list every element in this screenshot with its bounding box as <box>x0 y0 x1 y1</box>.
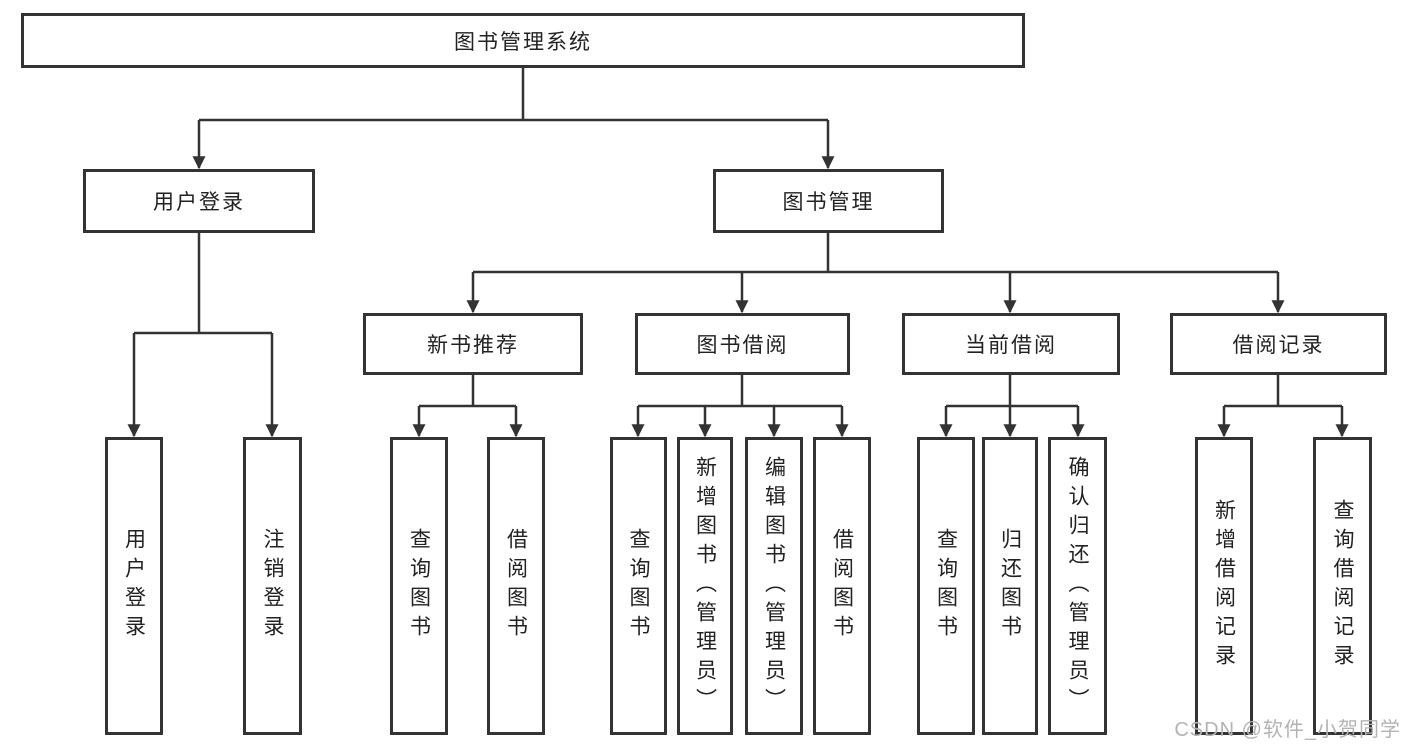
leaf-confirm-return-admin: 确认归还（管理员） <box>1048 437 1107 735</box>
connector <box>473 233 1278 274</box>
node-current-borrow: 当前借阅 <box>902 313 1120 375</box>
leaf-return-books: 归还图书 <box>982 437 1038 735</box>
node-book-borrow: 图书借阅 <box>635 313 850 375</box>
connector <box>419 375 516 408</box>
node-borrow-records: 借阅记录 <box>1170 313 1387 375</box>
leaf-edit-books-admin: 编辑图书（管理员） <box>745 437 803 735</box>
connector <box>199 68 828 122</box>
node-root-system: 图书管理系统 <box>21 13 1025 68</box>
leaf-logout: 注销登录 <box>243 437 302 735</box>
node-book-management: 图书管理 <box>713 169 944 233</box>
leaf-borrow-books: 借阅图书 <box>813 437 871 735</box>
csdn-watermark: CSDN @软件_小贺同学 <box>1174 719 1401 741</box>
connector <box>134 233 272 335</box>
connector <box>1224 375 1342 408</box>
leaf-query-books-recommend: 查询图书 <box>390 437 448 735</box>
connector <box>946 375 1078 408</box>
leaf-user-login: 用户登录 <box>105 437 163 735</box>
leaf-add-books-admin: 新增图书（管理员） <box>677 437 733 735</box>
node-user-login: 用户登录 <box>83 169 315 233</box>
leaf-query-books-current: 查询图书 <box>917 437 975 735</box>
connector <box>638 375 842 408</box>
leaf-query-borrow-record: 查询借阅记录 <box>1313 437 1372 735</box>
leaf-add-borrow-record: 新增借阅记录 <box>1195 437 1253 735</box>
node-new-book-recommend: 新书推荐 <box>363 313 583 375</box>
leaf-borrow-books-recommend: 借阅图书 <box>487 437 545 735</box>
leaf-query-books-borrow: 查询图书 <box>610 437 667 735</box>
